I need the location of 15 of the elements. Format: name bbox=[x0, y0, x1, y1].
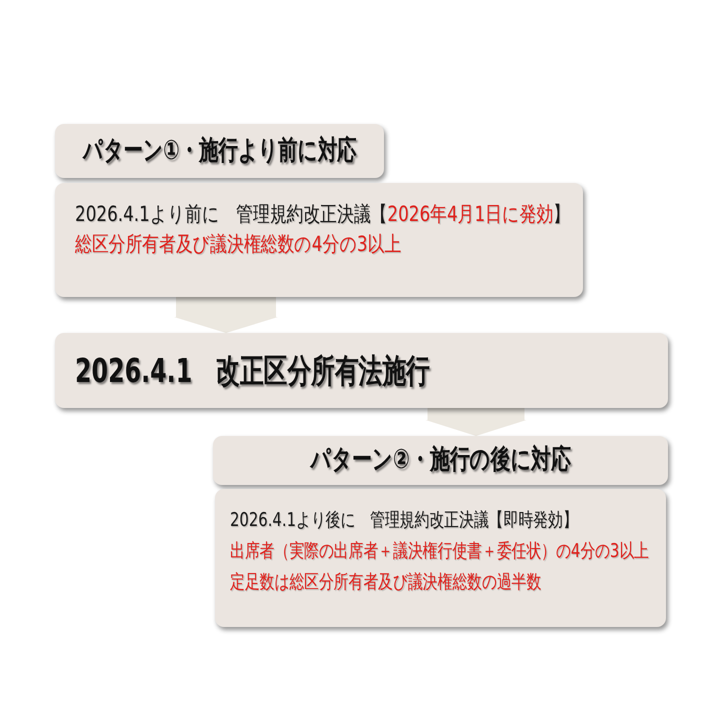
section-heading: パターン①・施行より前に対応 bbox=[82, 134, 356, 168]
note-text: 定足数は総区分所有者及び議決権総数の過半数 bbox=[230, 570, 542, 595]
section-heading: パターン②・施行の後に対応 bbox=[310, 444, 571, 477]
date-banner bbox=[55, 333, 668, 408]
note-text: 総区分所有者及び議決権総数の4分の3以上 bbox=[75, 231, 402, 258]
block-arrow bbox=[174, 295, 278, 333]
note-text: 2026.4.1より前に 管理規約改正決議【2026年4月1日に発効】 bbox=[75, 201, 570, 228]
note-text: 出席者（実際の出席者＋議決権行使書＋委任状）の4分の3以上 bbox=[230, 539, 649, 564]
banner-heading: 2026.4.1 改正区分所有法施行 bbox=[75, 350, 430, 390]
header-panel bbox=[55, 124, 384, 178]
header-panel bbox=[213, 436, 668, 485]
note-panel bbox=[55, 183, 583, 297]
note-panel bbox=[215, 489, 666, 627]
block-arrow bbox=[426, 406, 526, 436]
note-text: 2026.4.1より後に 管理規約改正決議【即時発効】 bbox=[230, 508, 578, 533]
